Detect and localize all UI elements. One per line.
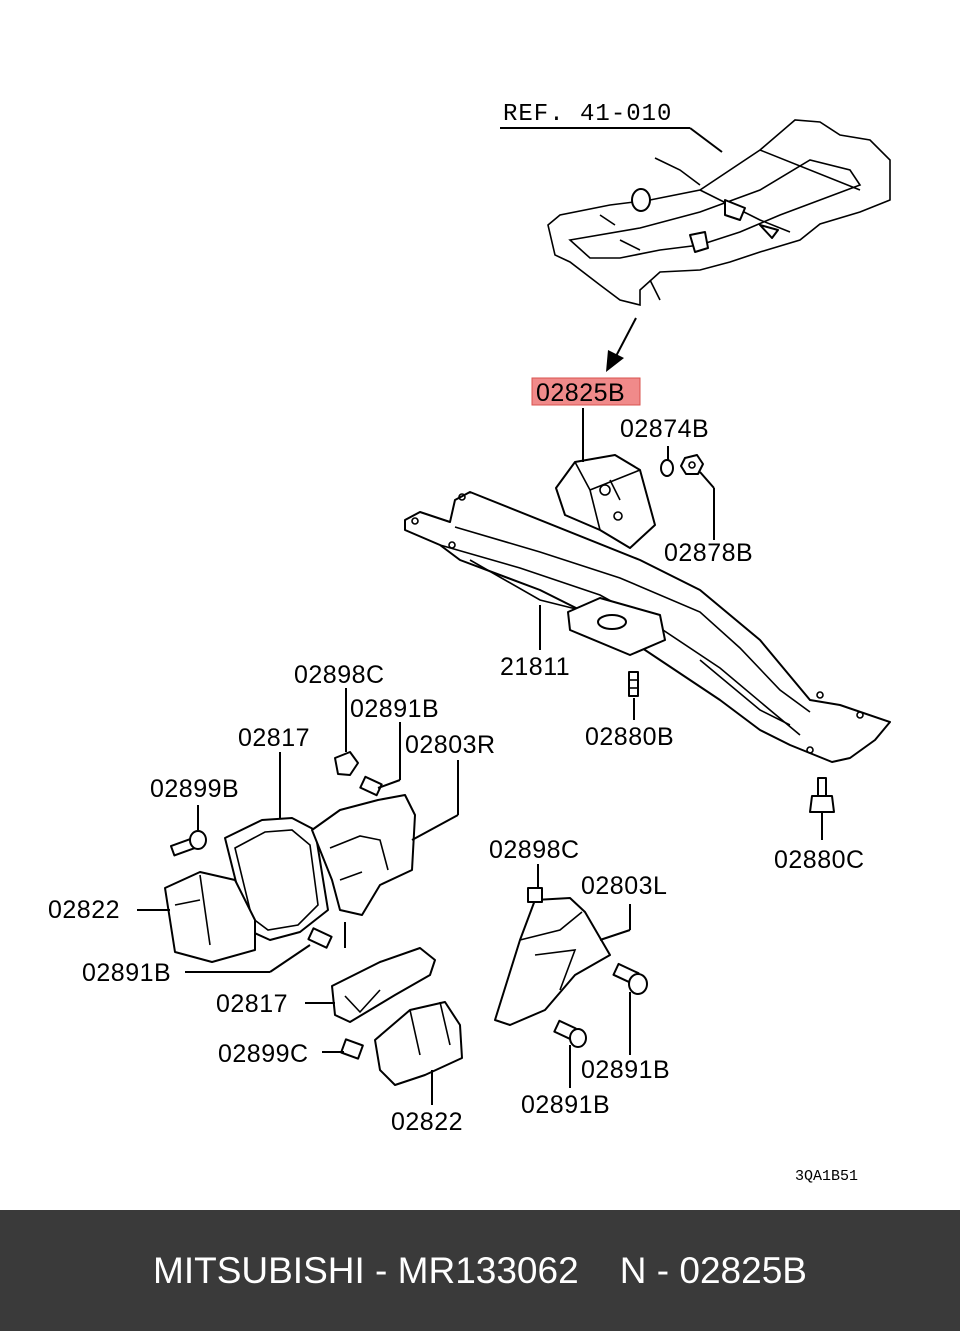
label-02891B-bottom: 02891B xyxy=(521,1091,610,1119)
highlight-box xyxy=(531,377,641,406)
nut-02878B xyxy=(680,454,704,475)
leader-lines xyxy=(137,408,823,1105)
label-02899C: 02899C xyxy=(218,1040,309,1068)
nut-02874B xyxy=(660,459,674,477)
bolt-02880C xyxy=(809,777,835,813)
bolt-02891B-right xyxy=(612,962,648,995)
label-02822-left: 02822 xyxy=(48,896,120,924)
bolt-02880B xyxy=(628,671,639,697)
label-02803L: 02803L xyxy=(581,872,667,900)
footer-bar: MITSUBISHI - MR133062 N - 02825B xyxy=(0,1210,960,1331)
direction-arrow xyxy=(606,317,637,372)
label-02898C-right: 02898C xyxy=(489,836,580,864)
insulator-02817-lower xyxy=(331,947,436,1023)
bolt-02899B xyxy=(169,830,207,857)
frame-reference-drawing xyxy=(500,119,891,307)
mount-02825B xyxy=(555,454,656,549)
label-02891B-left: 02891B xyxy=(82,959,171,987)
drawing-code: 3QA1B51 xyxy=(795,1168,858,1185)
mount-02822-lower xyxy=(374,1001,463,1086)
nut-02898C-right xyxy=(527,887,543,903)
label-02880C: 02880C xyxy=(774,846,865,874)
bolt-02891B-upper xyxy=(359,775,383,797)
bolt-02891B-bottom xyxy=(553,1019,587,1048)
label-02817-bottom: 02817 xyxy=(216,990,288,1018)
parts-diagram: REF. 41-010 02825B 02874B 02878B 21811 0… xyxy=(48,101,891,1185)
crossmember-21811 xyxy=(404,491,891,763)
label-02880B: 02880B xyxy=(585,723,674,751)
label-02899B: 02899B xyxy=(150,775,239,803)
label-02817-top: 02817 xyxy=(238,724,310,752)
label-02803R: 02803R xyxy=(405,731,496,759)
nut-02898C-upper xyxy=(334,751,359,776)
label-02891B-top: 02891B xyxy=(350,695,439,723)
label-02874B: 02874B xyxy=(620,415,709,443)
bracket-02803R xyxy=(311,794,416,916)
label-02891B-right: 02891B xyxy=(581,1056,670,1084)
bolt-02899C xyxy=(340,1038,364,1060)
mount-02822-left xyxy=(164,871,256,963)
label-02825B-highlighted[interactable]: 02825B xyxy=(536,379,625,407)
label-02822-bottom: 02822 xyxy=(391,1108,463,1136)
ref-label: REF. 41-010 xyxy=(503,101,672,128)
bracket-02803L xyxy=(494,897,611,1026)
label-21811: 21811 xyxy=(500,653,570,681)
bolt-02891B-left xyxy=(307,927,333,949)
label-02898C-top: 02898C xyxy=(294,661,385,689)
label-02878B: 02878B xyxy=(664,539,753,567)
footer-part-info: MITSUBISHI - MR133062 N - 02825B xyxy=(153,1249,807,1291)
